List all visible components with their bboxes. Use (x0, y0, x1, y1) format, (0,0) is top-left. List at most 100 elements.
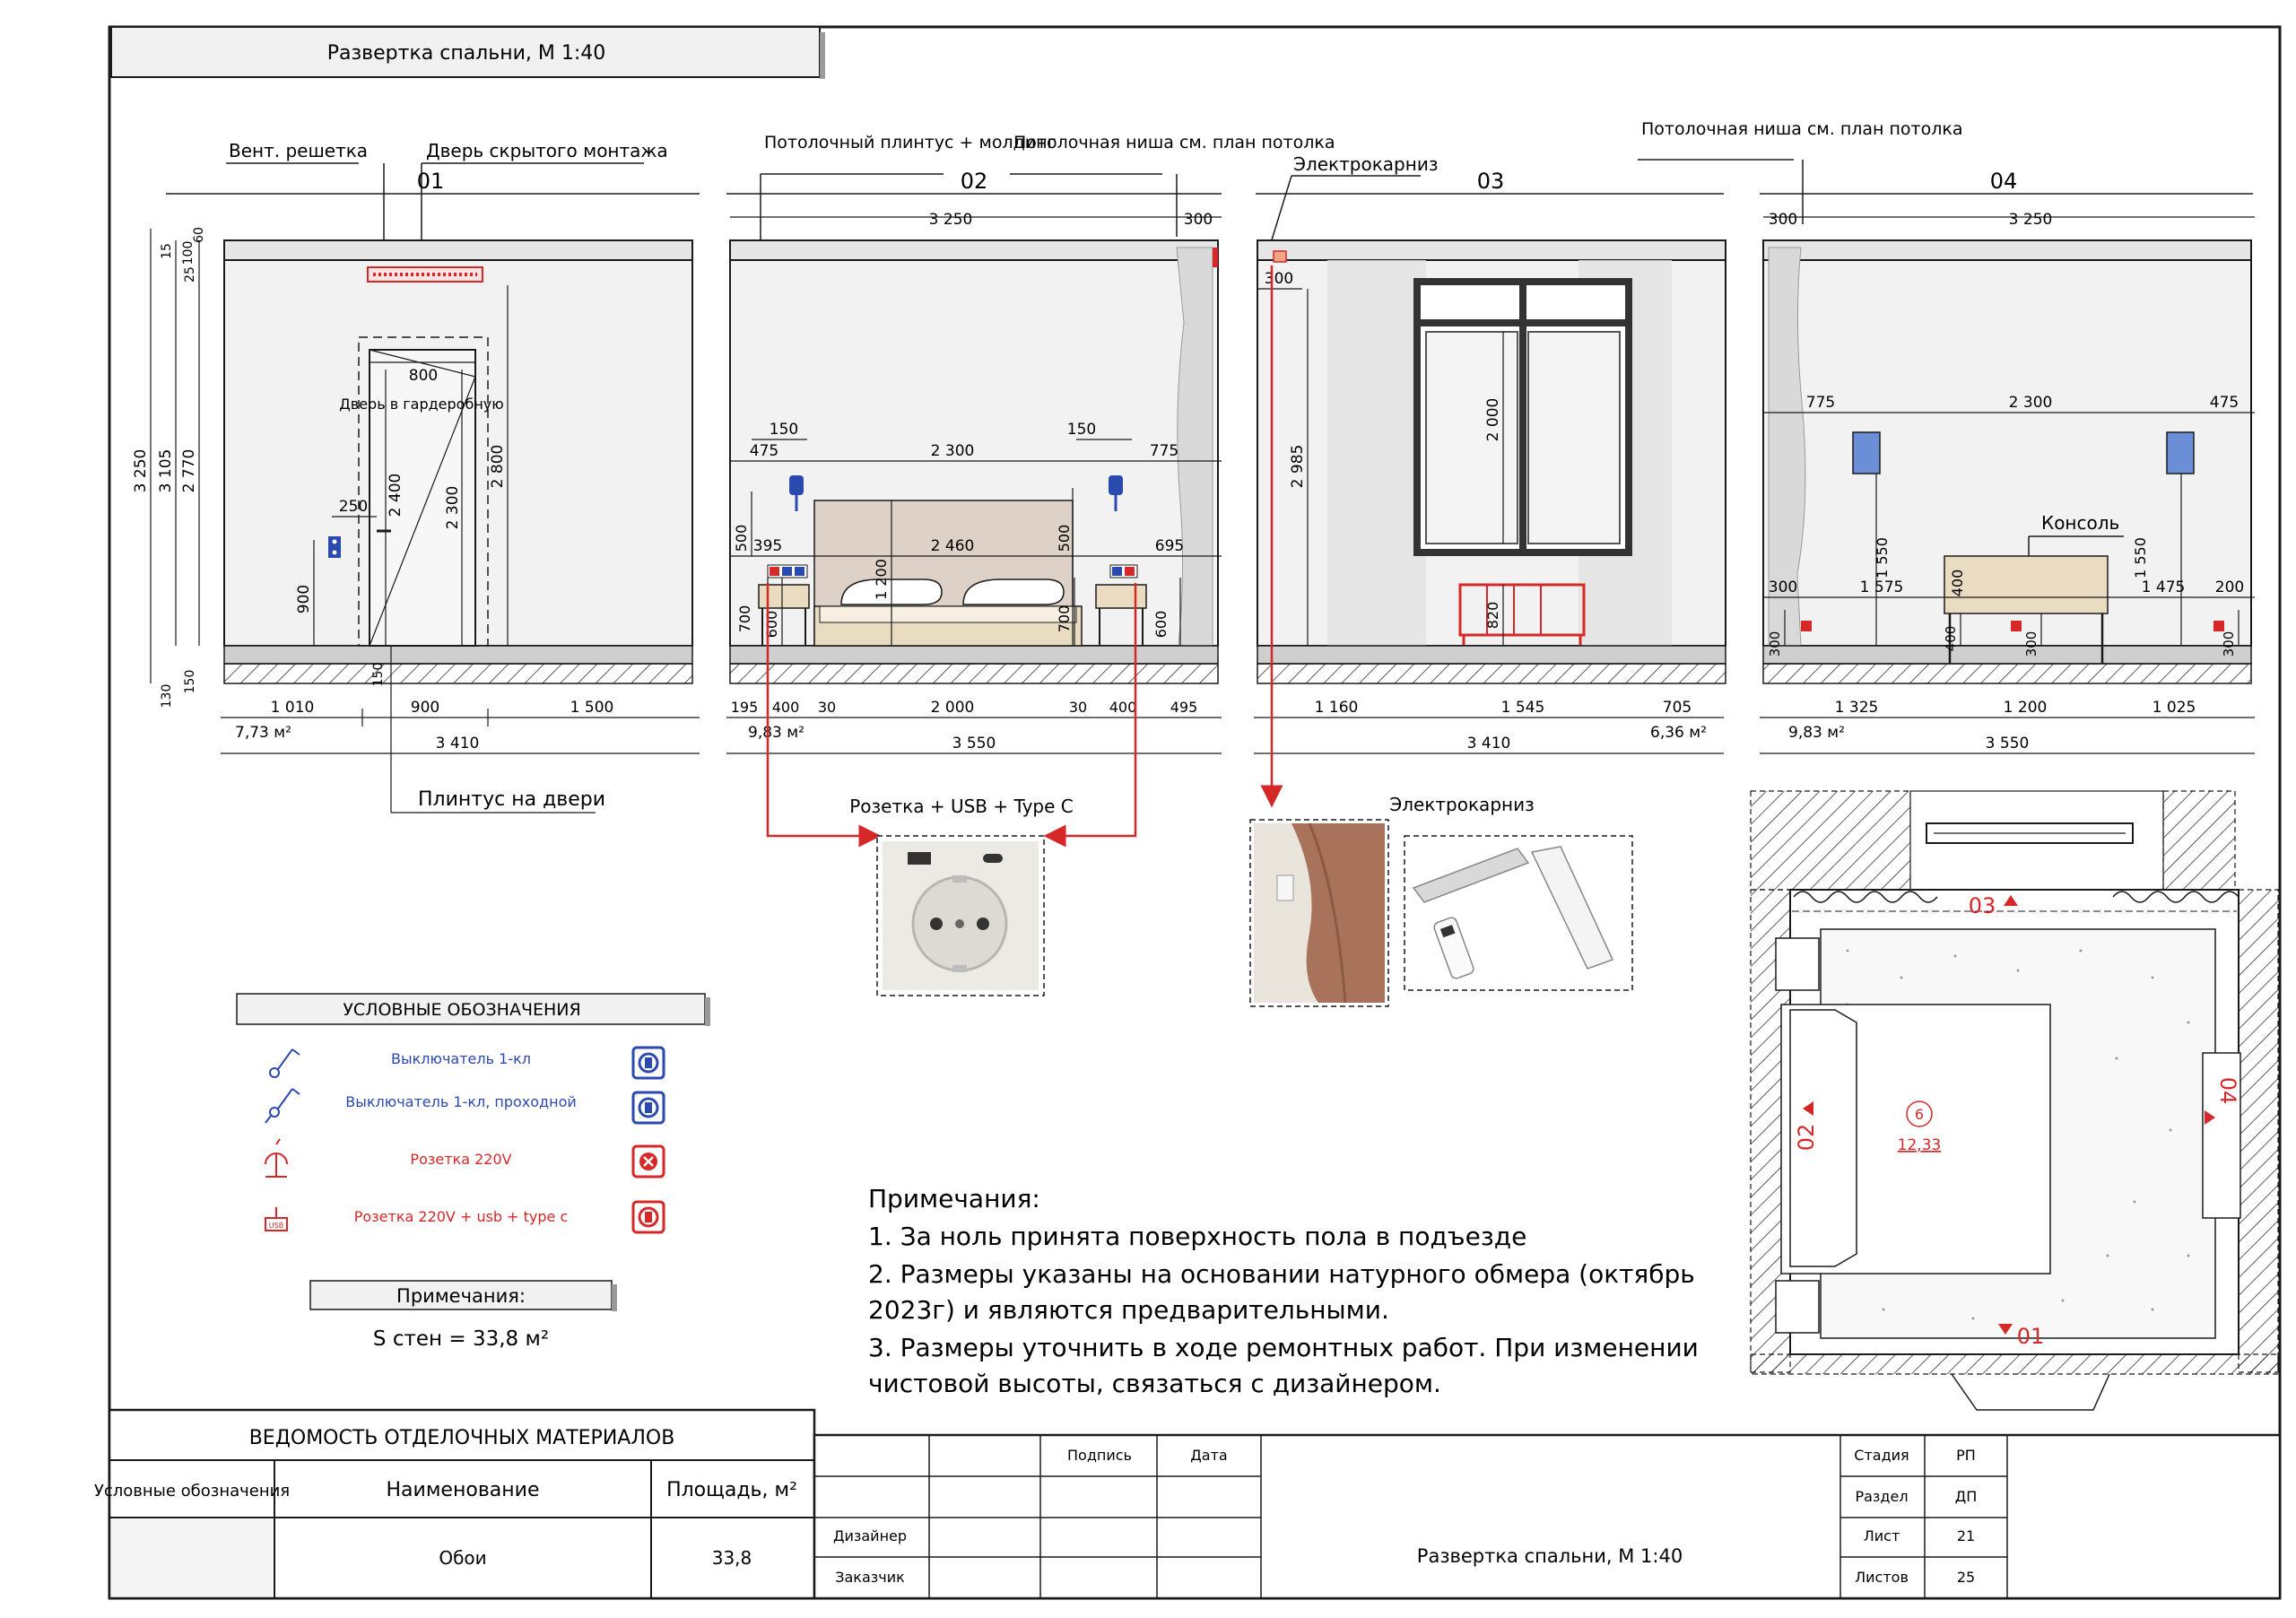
e01-door-label: Дверь в гардеробную (339, 396, 503, 413)
e01-dim-1500: 1 500 (570, 699, 614, 717)
e01-dim-15: 15 (160, 243, 174, 259)
e02-dim-500a: 500 (733, 525, 750, 552)
e04-dim-1575: 1 575 (1860, 578, 1904, 596)
e02-nightstand-right (1095, 584, 1147, 646)
note-line-1: 1. За ноль принята поверхность пола в по… (868, 1222, 1526, 1251)
materials-row-area: 33,8 (712, 1547, 752, 1569)
notes-box-title: Примечания: (396, 1285, 526, 1307)
e01-floor-hatch (223, 663, 693, 684)
e01-dim-2800: 2 800 (489, 445, 507, 489)
tb-customer-label: Заказчик (835, 1569, 905, 1586)
e02-floor-plinth (729, 645, 1219, 665)
materials-row-name: Обои (439, 1547, 486, 1569)
legend-item-socket-label: Розетка 220V (410, 1151, 511, 1168)
plan-marker-04: 04 (2215, 1077, 2240, 1105)
note-line-3: 2023г) и являются предварительными. (868, 1295, 1389, 1325)
e04-dim-400b: 400 (1943, 626, 1959, 652)
e01-dim-150: 150 (183, 670, 197, 694)
e02-dim-775: 775 (1150, 442, 1178, 460)
e01-dim-900b: 900 (411, 699, 439, 717)
e02-dim-2000: 2 000 (931, 699, 975, 717)
notes-title: Примечания: (868, 1184, 1040, 1214)
e03-area: 6,36 м² (1650, 724, 1707, 742)
e04-socket-mid (2011, 621, 2022, 631)
e02-dim-400b: 400 (1109, 699, 1137, 716)
elevation-03: Электрокарниз 03 (1254, 153, 1726, 754)
e02-curtain (1176, 247, 1213, 647)
e04-total: 3 550 (1986, 735, 2030, 752)
e04-socket-right (2213, 621, 2224, 631)
e04-socket-left (1801, 621, 1812, 631)
e04-dim-1550b: 1 550 (2132, 537, 2149, 578)
e02-dim-2460: 2 460 (931, 537, 975, 555)
socket-callout-title: Розетка + USB + Type C (849, 796, 1073, 817)
sheet-header-tab: Развертка спальни, М 1:40 (110, 26, 825, 79)
tb-designer-label: Дизайнер (833, 1527, 907, 1544)
e04-dim-300c: 300 (1767, 631, 1783, 657)
e02-floor-hatch (729, 663, 1219, 684)
materials-symbol-cell (111, 1519, 273, 1596)
e01-label-plinth: Плинтус на двери (418, 788, 605, 811)
e04-dim-1475: 1 475 (2142, 578, 2186, 596)
e04-console (1944, 555, 2109, 664)
e03-dim-1545: 1 545 (1501, 699, 1545, 717)
e02-dim-695: 695 (1155, 537, 1184, 555)
e01-dim-3250: 3 250 (132, 449, 150, 493)
plan-marker-01: 01 (2017, 1324, 2045, 1349)
e04-dim-1325: 1 325 (1835, 699, 1879, 717)
e01-vent-grille (367, 266, 483, 283)
plan-marker-02: 02 (1794, 1124, 1819, 1152)
e02-wall-lamp-right (1109, 475, 1123, 511)
e01-label-vent: Вент. решетка (229, 140, 368, 161)
e02-pillow-right (962, 578, 1065, 605)
materials-header-area: Площадь, м² (666, 1479, 797, 1501)
materials-title: ВЕДОМОСТЬ ОТДЕЛОЧНЫХ МАТЕРИАЛОВ (249, 1427, 675, 1449)
e03-label-cornice: Электрокарниз (1293, 153, 1438, 175)
elevation-04: Потолочная ниша см. план потолка 04 Конс… (1638, 119, 2255, 754)
e01-dim-150b: 150 (371, 663, 386, 687)
e01-label-door: Дверь скрытого монтажа (426, 140, 668, 161)
e04-frame-left (1852, 431, 1881, 474)
e03-floor-plinth (1257, 645, 1726, 665)
floor-plan: 6 12,33 03 04 02 01 (1750, 790, 2279, 1411)
note-line-5: чистовой высоты, связаться с дизайнером. (868, 1369, 1441, 1398)
materials-header-symbol: Условные обозначения (94, 1482, 290, 1501)
e04-dim-1025: 1 025 (2152, 699, 2196, 717)
plan-marker-03: 03 (1969, 893, 1996, 918)
e03-dim-2000: 2 000 (1484, 398, 1502, 442)
e03-dim-1160: 1 160 (1315, 699, 1359, 717)
e04-floor-plinth (1762, 645, 2252, 665)
e03-total: 3 410 (1467, 735, 1511, 752)
tb-sheets-value: 25 (1957, 1569, 1975, 1586)
e01-dim-2300: 2 300 (444, 486, 462, 530)
e03-dim-820: 820 (1484, 602, 1501, 630)
cornice-callout: Электрокарниз (1249, 265, 1633, 1007)
plan-room-area: 12,33 (1898, 1136, 1942, 1154)
e02-dim-3250: 3 250 (929, 211, 973, 229)
e01-dim-250: 250 (339, 498, 368, 516)
sheet-title: Развертка спальни, М 1:40 (327, 42, 606, 65)
e01-number: 01 (417, 169, 445, 194)
legend-item-switch-pass: Выключатель 1-кл, проходной (265, 1088, 665, 1125)
e02-dim-395: 395 (753, 537, 782, 555)
legend-item-usb-socket-label: Розетка 220V + usb + type c (354, 1208, 569, 1225)
e01-floor-plinth (223, 645, 693, 665)
e02-dim-30b: 30 (1069, 699, 1087, 716)
e02-number: 02 (961, 169, 988, 194)
plan-nightstand-bottom (1775, 1280, 1820, 1334)
legend-item-socket: Розетка 220V (265, 1138, 665, 1179)
legend-item-switch: Выключатель 1-кл (269, 1046, 665, 1080)
e02-dim-700b: 700 (1056, 605, 1073, 633)
tb-stage-label: Стадия (1854, 1447, 1909, 1464)
e04-floor-hatch (1762, 663, 2252, 684)
e01-dim-2770: 2 770 (180, 449, 198, 493)
e04-dim-300: 300 (1769, 211, 1797, 229)
e02-label-niche: Потолочная ниша см. план потолка (1013, 133, 1335, 152)
e04-number: 04 (1990, 169, 2018, 194)
e04-label-console: Консоль (2041, 512, 2119, 534)
e03-dim-2985: 2 985 (1289, 445, 1307, 489)
e02-dim-150b: 150 (1067, 421, 1096, 439)
pass-switch-symbol-icon (631, 1091, 665, 1125)
e02-dim-150a: 150 (770, 421, 798, 439)
